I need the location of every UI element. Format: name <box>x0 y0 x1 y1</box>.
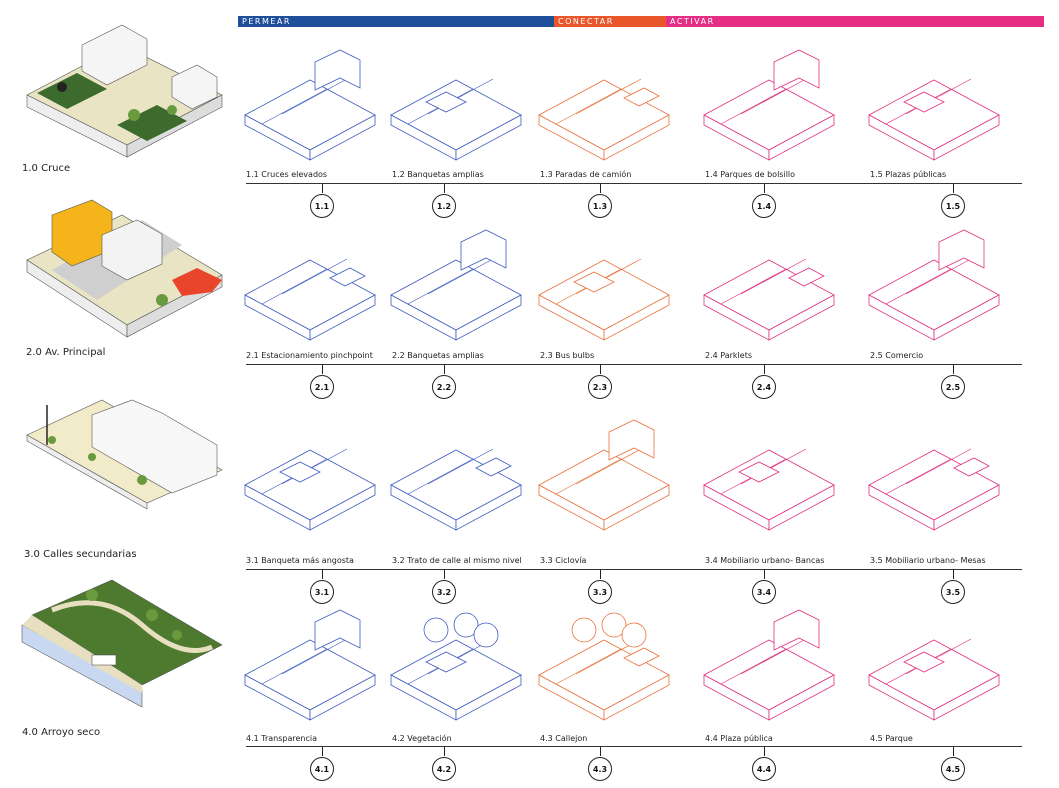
strategy-badge: 2.5 <box>941 375 965 399</box>
strategy-label: 3.2 Trato de calle al mismo nivel <box>392 556 522 565</box>
strategy-badge: 4.4 <box>752 757 776 781</box>
strategy-label: 2.3 Bus bulbs <box>540 351 595 360</box>
band-permear: PERMEAR <box>238 16 554 27</box>
row-divider <box>246 183 1022 184</box>
strategy-label: 1.1 Cruces elevados <box>246 170 328 179</box>
strategy-label: 1.3 Paradas de camión <box>540 170 632 179</box>
bus-bulb-illustration <box>538 258 670 341</box>
badge-connector <box>764 746 765 756</box>
strategy-badge: 4.1 <box>310 757 334 781</box>
strategy-label: 3.3 Ciclovía <box>540 556 587 565</box>
park-illustration <box>868 638 1000 721</box>
strategy-badge: 3.4 <box>752 580 776 604</box>
bike-lane-illustration <box>538 419 670 531</box>
badge-connector <box>444 569 445 579</box>
pinchpoint-illustration <box>244 258 376 341</box>
badge-connector <box>764 569 765 579</box>
badge-connector <box>764 183 765 193</box>
alley-illustration <box>538 612 670 721</box>
wide-sidewalk-illustration <box>390 78 522 161</box>
strategy-badge: 3.1 <box>310 580 334 604</box>
strategy-badge: 2.1 <box>310 375 334 399</box>
strategy-label: 2.5 Comercio <box>870 351 924 360</box>
row-2-title: 2.0 Av. Principal <box>26 347 106 358</box>
tables-illustration <box>868 448 1000 531</box>
narrow-sidewalk-illustration <box>244 448 376 531</box>
badge-connector <box>322 364 323 374</box>
strategy-badge: 4.5 <box>941 757 965 781</box>
row-divider <box>246 364 1022 365</box>
badge-connector <box>444 746 445 756</box>
parklet-illustration <box>703 258 835 341</box>
band-conectar-label: CONECTAR <box>558 17 614 26</box>
band-activar-label: ACTIVAR <box>670 17 715 26</box>
strategy-label: 2.2 Banquetas amplias <box>392 351 484 360</box>
badge-connector <box>322 569 323 579</box>
badge-connector <box>322 746 323 756</box>
strategy-badge: 4.3 <box>588 757 612 781</box>
pocket-park-illustration <box>703 49 835 161</box>
strategy-badge: 1.2 <box>432 194 456 218</box>
strategy-label: 1.4 Parques de bolsillo <box>705 170 796 179</box>
strategy-label: 4.1 Transparencia <box>246 734 318 743</box>
badge-connector <box>444 364 445 374</box>
badge-connector <box>953 569 954 579</box>
vegetation-illustration <box>390 612 522 721</box>
strategy-label: 3.4 Mobiliario urbano- Bancas <box>705 556 825 565</box>
benches-illustration <box>703 448 835 531</box>
strategy-label: 2.4 Parklets <box>705 351 753 360</box>
strategy-badge: 3.2 <box>432 580 456 604</box>
strategy-badge: 1.3 <box>588 194 612 218</box>
strategy-badge: 1.5 <box>941 194 965 218</box>
strategy-label: 1.5 Plazas públicas <box>870 170 947 179</box>
public-plaza-illustration <box>703 609 835 721</box>
badge-connector <box>953 364 954 374</box>
raised-crossing-illustration <box>244 49 376 161</box>
badge-connector <box>444 183 445 193</box>
row-1-title: 1.0 Cruce <box>22 163 71 174</box>
badge-connector <box>764 364 765 374</box>
strategy-badge: 4.2 <box>432 757 456 781</box>
band-activar: ACTIVAR <box>666 16 1044 27</box>
overview-calles-secundarias-illustration <box>26 399 223 510</box>
bus-stop-illustration <box>538 78 670 161</box>
strategy-label: 4.3 Callejon <box>540 734 588 743</box>
row-divider <box>246 746 1022 747</box>
strategy-badge: 2.3 <box>588 375 612 399</box>
badge-connector <box>600 746 601 756</box>
level-street-illustration <box>390 448 522 531</box>
strategy-label: 1.2 Banquetas amplias <box>392 170 484 179</box>
badge-connector <box>600 569 601 579</box>
badge-connector <box>600 183 601 193</box>
band-conectar: CONECTAR <box>554 16 666 27</box>
badge-connector <box>953 183 954 193</box>
strategy-label: 4.2 Vegetación <box>392 734 452 743</box>
badge-connector <box>953 746 954 756</box>
public-plaza-illustration <box>868 78 1000 161</box>
row-divider <box>246 569 1022 570</box>
strategy-label: 2.1 Estacionamiento pinchpoint <box>246 351 373 360</box>
row-4-title: 4.0 Arroyo seco <box>22 727 101 738</box>
overview-arroyo-seco-illustration <box>21 579 223 708</box>
strategy-badge: 3.3 <box>588 580 612 604</box>
strategy-badge: 2.4 <box>752 375 776 399</box>
badge-connector <box>600 364 601 374</box>
strategy-badge: 1.4 <box>752 194 776 218</box>
badge-connector <box>322 183 323 193</box>
transparency-illustration <box>244 609 376 721</box>
strategy-label: 4.4 Plaza pública <box>705 734 773 743</box>
strategy-badge: 2.2 <box>432 375 456 399</box>
band-permear-label: PERMEAR <box>242 17 291 26</box>
strategy-label: 3.1 Banqueta más angosta <box>246 556 354 565</box>
wide-sidewalk-illustration <box>390 229 522 341</box>
strategy-badge: 1.1 <box>310 194 334 218</box>
row-3-title: 3.0 Calles secundarias <box>24 549 137 560</box>
overview-cruce-illustration <box>26 24 223 158</box>
strategy-badge: 3.5 <box>941 580 965 604</box>
overview-av-principal-illustration <box>26 199 223 338</box>
commerce-illustration <box>868 229 1000 341</box>
strategy-label: 4.5 Parque <box>870 734 913 743</box>
strategy-label: 3.5 Mobiliario urbano- Mesas <box>870 556 986 565</box>
